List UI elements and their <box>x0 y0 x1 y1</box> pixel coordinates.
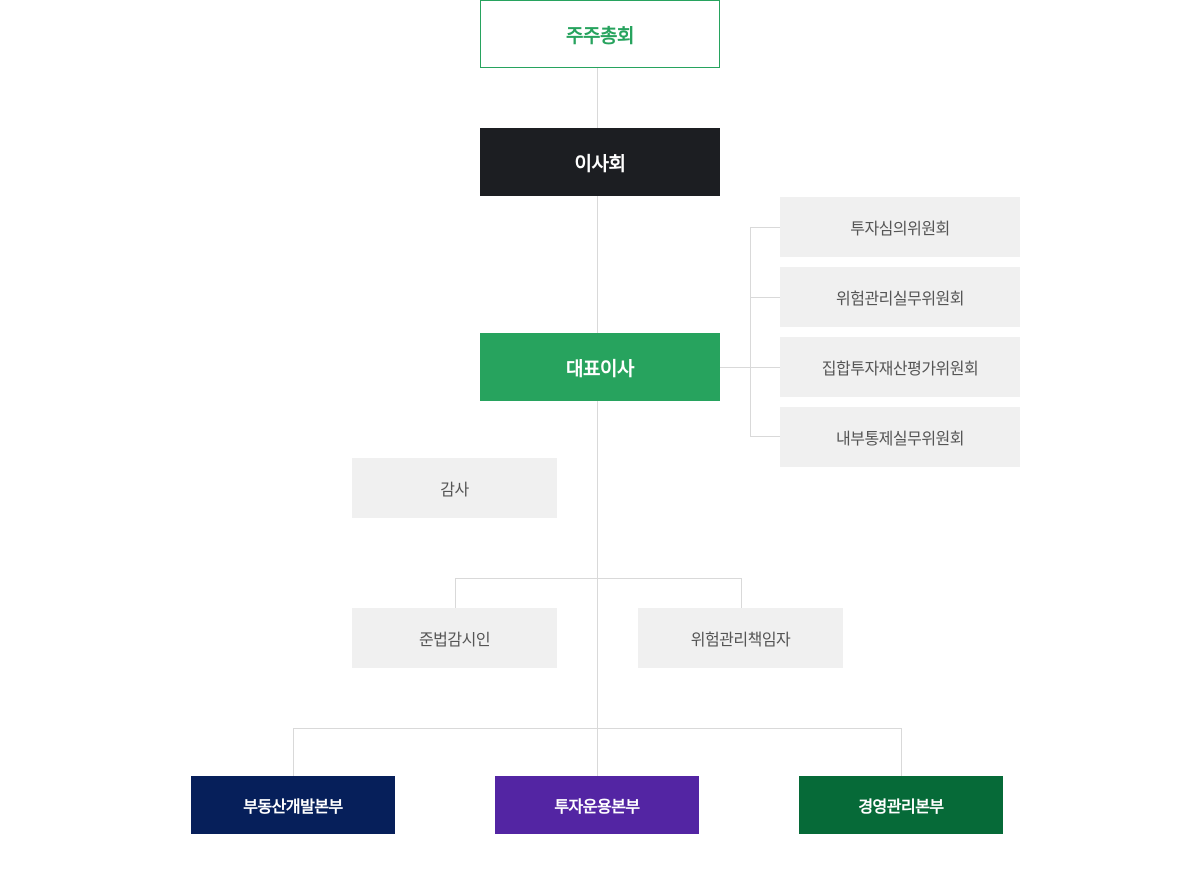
compliance-officer-box: 준법감시인 <box>352 608 557 668</box>
shareholders-meeting-label: 주주총회 <box>566 24 634 47</box>
officer-horizontal-line <box>455 578 742 579</box>
division-drop-left <box>293 728 294 776</box>
committee-label: 내부통제실무위원회 <box>836 429 964 448</box>
business-management-division: 경영관리본부 <box>799 776 1003 834</box>
audit-label: 감사 <box>440 480 469 499</box>
committee-branch-4 <box>750 436 780 437</box>
committee-branch-1 <box>750 227 780 228</box>
committee-label: 위험관리실무위원회 <box>836 289 964 308</box>
committee-branch-3 <box>750 367 780 368</box>
audit-box: 감사 <box>352 458 557 518</box>
officer-drop-compliance <box>455 578 456 608</box>
division-horizontal-line <box>293 728 902 729</box>
committee-branch-2 <box>750 297 780 298</box>
committee-risk-management: 위험관리실무위원회 <box>780 267 1020 327</box>
committee-label: 집합투자재산평가위원회 <box>821 359 979 378</box>
ceo-box: 대표이사 <box>480 333 720 401</box>
division-label: 투자운용본부 <box>554 797 640 816</box>
real-estate-development-division: 부동산개발본부 <box>191 776 395 834</box>
committee-vertical-line <box>750 227 751 437</box>
division-drop-right <box>901 728 902 776</box>
committee-fund-valuation: 집합투자재산평가위원회 <box>780 337 1020 397</box>
division-label: 경영관리본부 <box>858 797 944 816</box>
risk-officer-box: 위험관리책임자 <box>638 608 843 668</box>
committee-investment-review: 투자심의위원회 <box>780 197 1020 257</box>
committee-internal-control: 내부통제실무위원회 <box>780 407 1020 467</box>
investment-management-division: 투자운용본부 <box>495 776 699 834</box>
risk-officer-label: 위험관리책임자 <box>690 630 791 649</box>
committee-label: 투자심의위원회 <box>850 219 950 238</box>
ceo-label: 대표이사 <box>566 357 634 380</box>
board-of-directors-box: 이사회 <box>480 128 720 196</box>
shareholders-meeting-box: 주주총회 <box>480 0 720 68</box>
officer-drop-risk <box>741 578 742 608</box>
ceo-committee-connector <box>720 367 751 368</box>
compliance-officer-label: 준법감시인 <box>418 630 491 649</box>
division-label: 부동산개발본부 <box>243 797 343 816</box>
board-of-directors-label: 이사회 <box>574 152 626 175</box>
trunk-line <box>597 68 598 776</box>
